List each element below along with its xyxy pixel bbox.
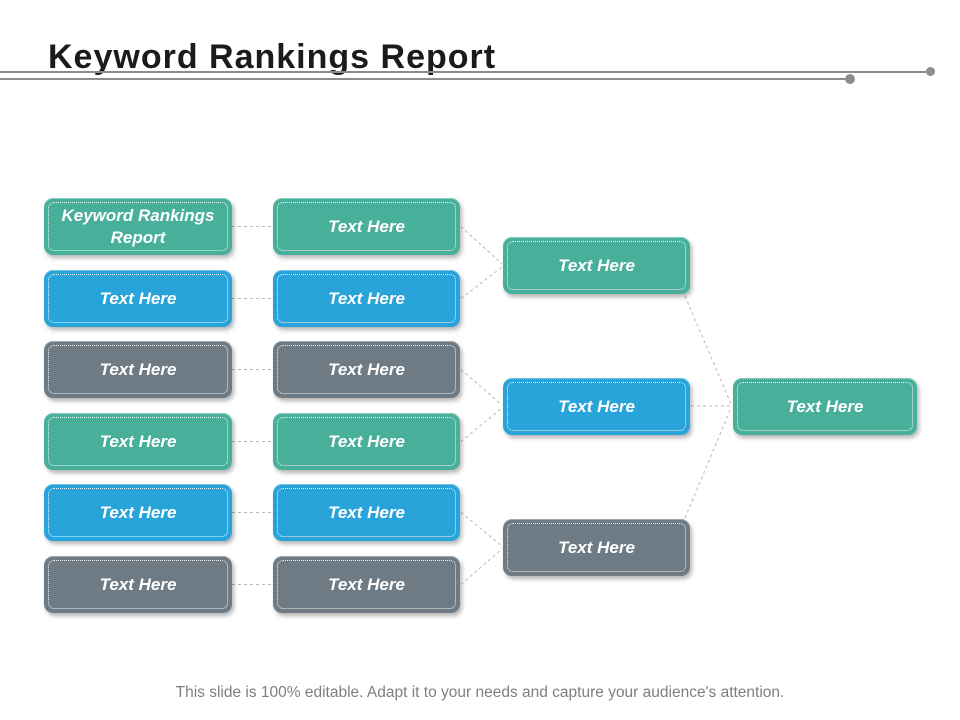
- connector-c2r3-c3r2: [460, 369, 503, 406]
- node-col4-row1: Text Here: [733, 378, 917, 435]
- node-col1-row5: Text Here: [44, 484, 232, 541]
- node-col1-row1: Keyword Rankings Report: [44, 198, 232, 255]
- connector-c3r3-c4: [684, 407, 732, 519]
- node-label: Text Here: [328, 574, 405, 594]
- connector-c2r4-c3r2: [460, 407, 503, 442]
- editable-note: This slide is 100% editable. Adapt it to…: [175, 684, 785, 701]
- node-label: Text Here: [99, 431, 177, 451]
- title-underline-bottom: [0, 78, 845, 80]
- node-label: Text Here: [558, 537, 635, 557]
- node-col1-row4: Text Here: [44, 413, 232, 470]
- node-label: Text Here: [558, 255, 635, 275]
- node-label: Text Here: [99, 574, 177, 594]
- node-col1-row3: Text Here: [44, 341, 232, 398]
- slide-title: Keyword Rankings Report: [48, 37, 497, 76]
- node-label: Text Here: [328, 502, 405, 522]
- title-underline-top: [0, 71, 926, 73]
- node-label: Text Here: [328, 431, 405, 451]
- node-col3-row2: Text Here: [503, 378, 690, 435]
- node-label: Text Here: [786, 396, 864, 416]
- node-col2-row2: Text Here: [273, 270, 460, 327]
- node-col2-row3: Text Here: [273, 341, 460, 398]
- node-label: Text Here: [99, 502, 177, 522]
- node-col1-row6: Text Here: [44, 556, 232, 613]
- node-col2-row5: Text Here: [273, 484, 460, 541]
- node-label: Text Here: [328, 288, 405, 308]
- node-label: Text Here: [328, 359, 405, 379]
- connector-c2r6-c3r3: [460, 548, 503, 585]
- node-col1-row2: Text Here: [44, 270, 232, 327]
- node-col2-row4: Text Here: [273, 413, 460, 470]
- underline-end-dot-bottom: [845, 74, 855, 84]
- underline-end-dot-top: [926, 67, 935, 76]
- node-col3-row1: Text Here: [503, 237, 690, 294]
- connector-c2r1-c3r1: [460, 226, 503, 265]
- node-col2-row6: Text Here: [273, 556, 460, 613]
- node-label: Keyword Rankings Report: [61, 206, 215, 247]
- node-label: Text Here: [99, 359, 177, 379]
- connector-c2r5-c3r3: [460, 512, 503, 547]
- node-col2-row1: Text Here: [273, 198, 460, 255]
- node-label: Text Here: [558, 396, 635, 416]
- node-label: Text Here: [328, 216, 405, 236]
- connector-c3r1-c4: [684, 295, 732, 405]
- node-col3-row3: Text Here: [503, 519, 690, 576]
- node-label: Text Here: [99, 288, 177, 308]
- connector-c2r2-c3r1: [460, 266, 503, 299]
